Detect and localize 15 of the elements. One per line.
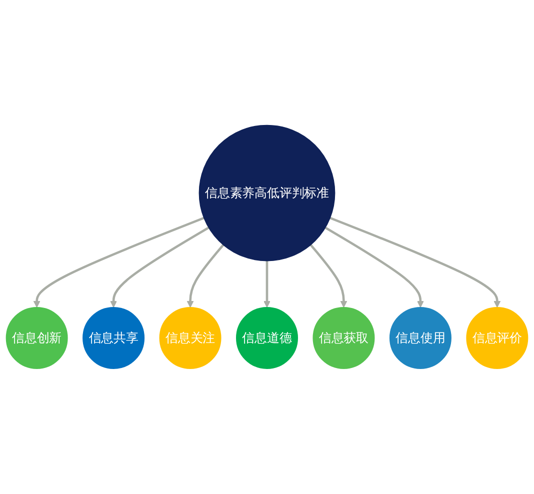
- arrow: [110, 226, 210, 308]
- arrow: [264, 260, 270, 308]
- arrow: [324, 226, 424, 308]
- node-circle: 信息关注: [159, 307, 222, 370]
- arrow: [186, 244, 224, 308]
- node-circle: 信息创新: [6, 307, 68, 370]
- node-circle: 信息素养高低评判标准: [198, 124, 336, 262]
- node-circle: 信息使用: [389, 307, 452, 370]
- arrow: [33, 217, 204, 308]
- arrow: [330, 217, 501, 308]
- node-circle: 信息共享: [82, 307, 145, 370]
- node-circle: 信息道德: [236, 307, 298, 370]
- arrow: [310, 244, 348, 308]
- node-circle: 信息获取: [312, 307, 375, 370]
- node-circle: 信息评价: [466, 307, 528, 370]
